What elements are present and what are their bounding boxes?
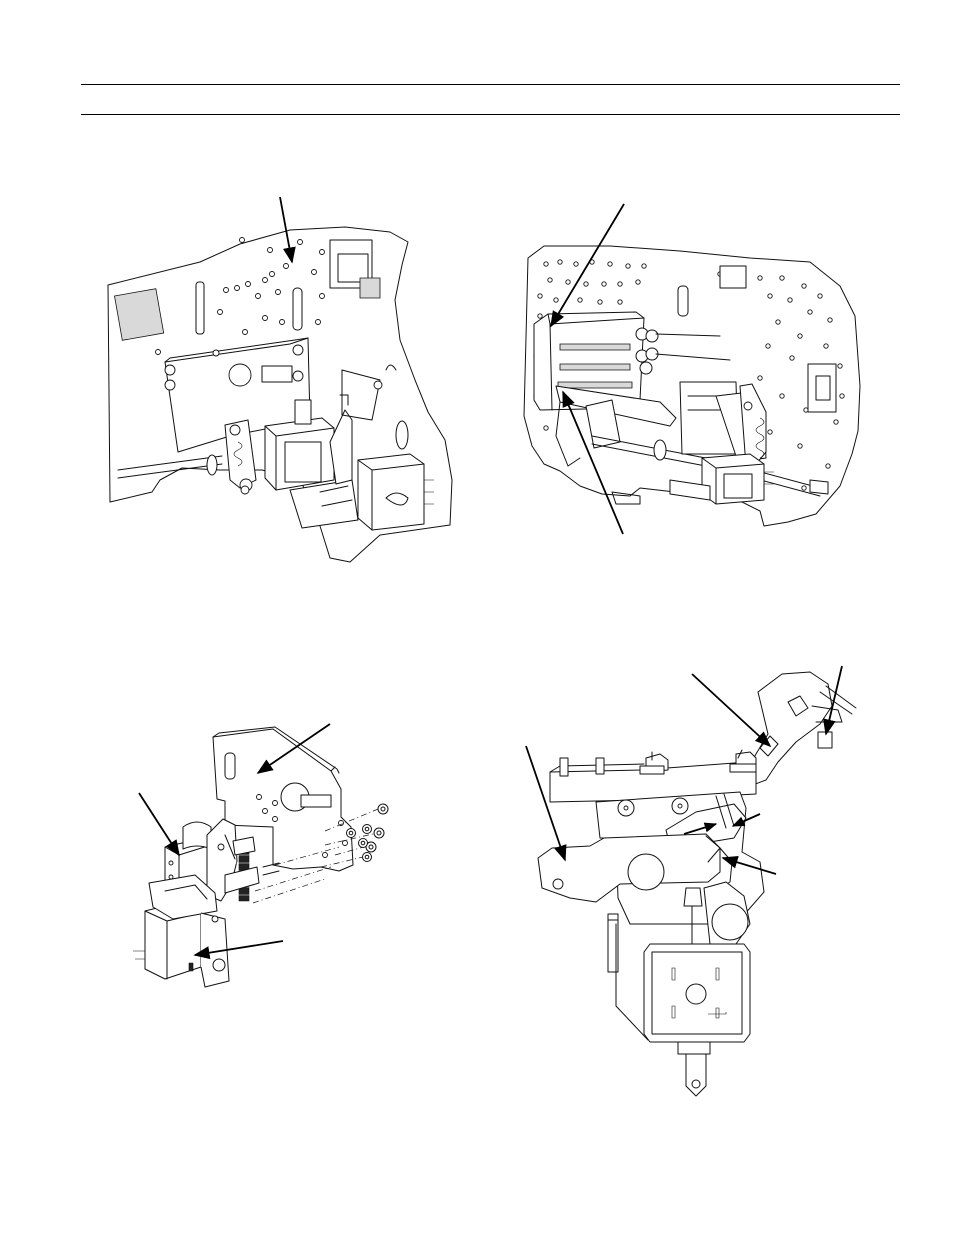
figure-bottom-left xyxy=(125,715,415,1005)
callout-arrow-main-lever xyxy=(526,746,565,860)
header-rule-top xyxy=(81,84,900,85)
callout-arrow-upper-lever xyxy=(692,674,770,746)
figure-top-right xyxy=(520,196,865,541)
solenoid-lower xyxy=(358,454,434,530)
callout-arrow-bracket xyxy=(139,793,179,855)
upper-lever xyxy=(746,672,832,786)
figure-bottom-right xyxy=(520,662,860,1107)
header-rule-bottom xyxy=(81,114,900,115)
figure-top-left xyxy=(90,180,470,575)
solenoid xyxy=(644,944,750,1042)
